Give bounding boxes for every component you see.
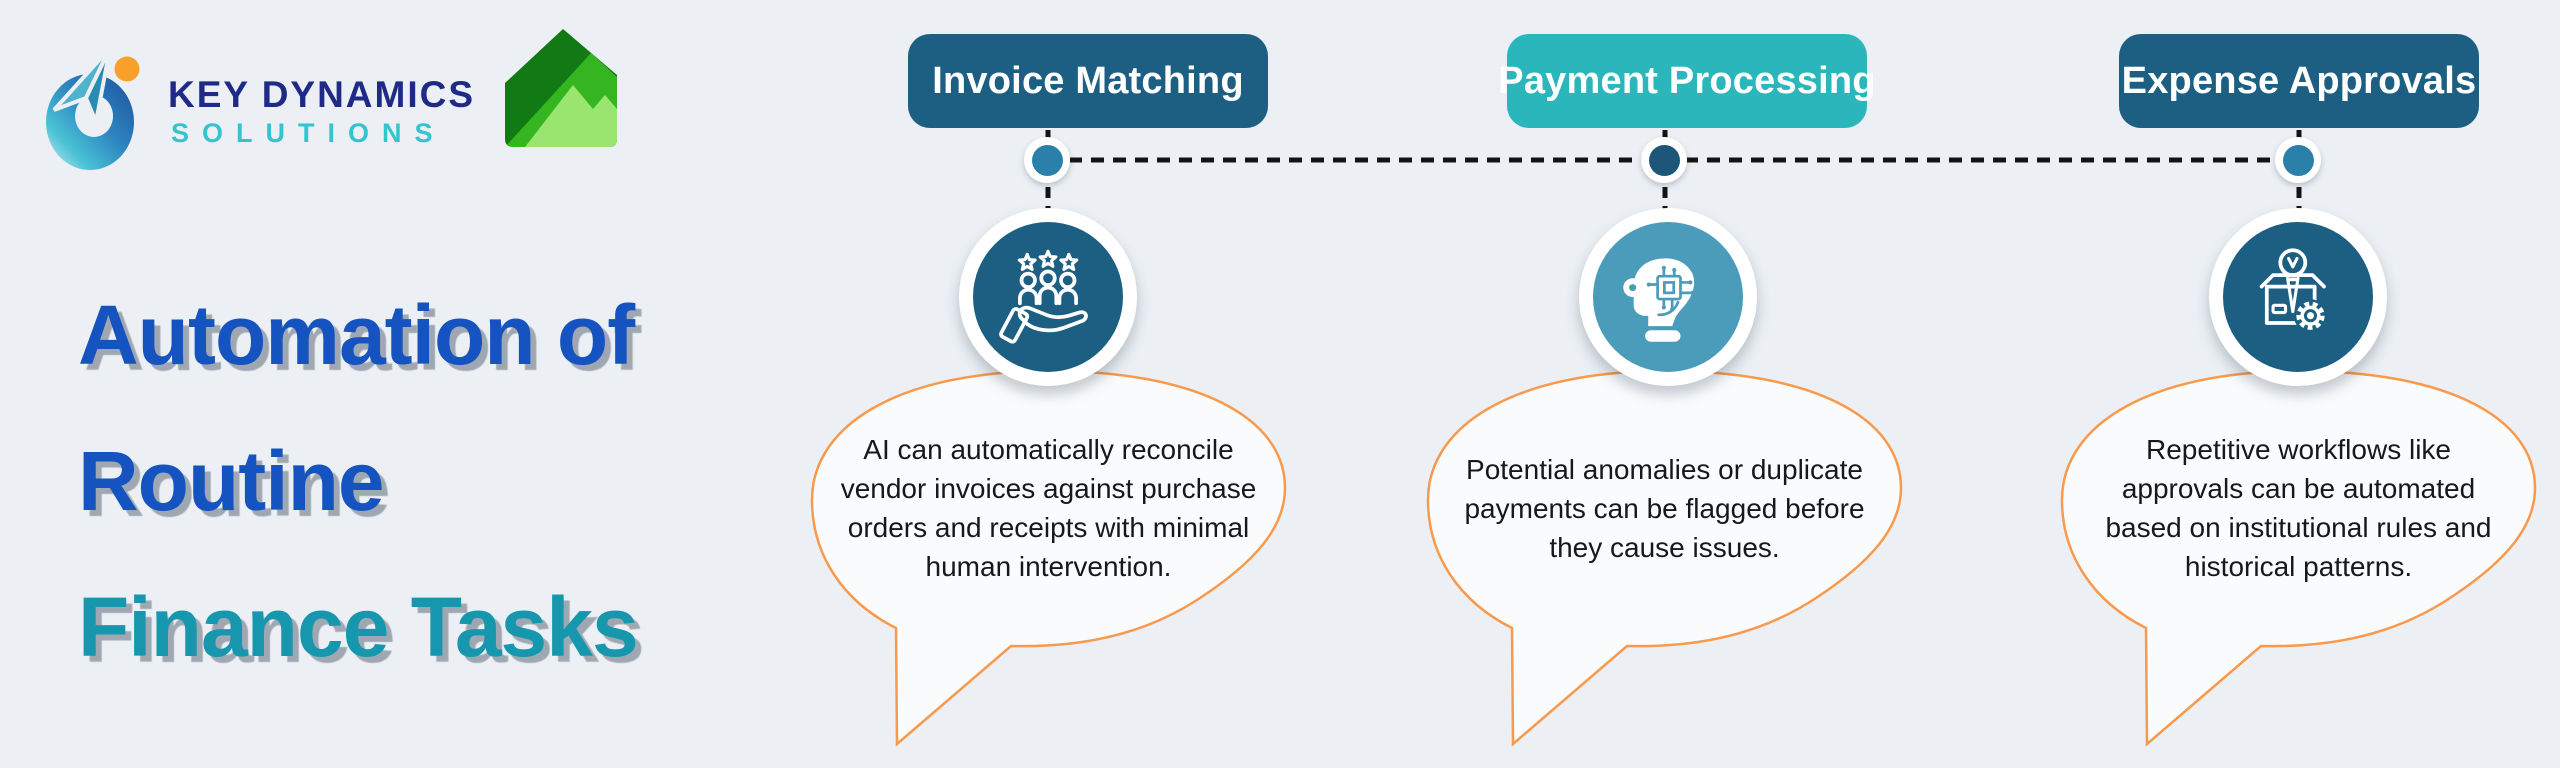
header-label: Payment Processing: [1498, 59, 1876, 102]
green-house-logo-icon: [505, 29, 617, 147]
page-title-line-1: Automation of: [78, 288, 635, 382]
header-invoice-matching: Invoice Matching: [908, 34, 1268, 128]
header-payment-processing: Payment Processing: [1498, 34, 1876, 128]
company-subtitle: SOLUTIONS: [171, 118, 446, 148]
header-label: Expense Approvals: [2121, 59, 2477, 102]
swirl-arrow-logo-icon: [46, 46, 140, 170]
company-logo: KEY DYNAMICS SOLUTIONS: [0, 0, 680, 200]
box-bulb-gear-icon: [2259, 248, 2328, 333]
page-title-line-2: Routine: [78, 434, 385, 528]
timeline-dot-2: [1641, 137, 1687, 183]
timeline-dot-1: [1024, 137, 1070, 183]
team-in-hand-icon: [999, 249, 1088, 344]
header-expense-approvals: Expense Approvals: [2119, 34, 2479, 128]
description-expense-approvals: Repetitive workflows like approvals can …: [2105, 434, 2492, 582]
company-name: KEY DYNAMICS: [168, 74, 476, 115]
description-payment-processing: Potential anomalies or duplicate payment…: [1464, 453, 1865, 563]
ai-robot-head-icon: [1623, 258, 1695, 342]
icon-badge-2: [1579, 208, 1757, 386]
speech-bubble-1: [810, 369, 1287, 747]
speech-bubble-2: [1426, 369, 1903, 747]
page-title: Automation of Routine Finance Tasks: [78, 262, 639, 700]
speech-bubble-3: [2060, 369, 2537, 747]
header-label: Invoice Matching: [932, 59, 1244, 102]
description-invoice-matching: AI can automatically reconcile vendor in…: [840, 434, 1257, 582]
timeline-dot-3: [2275, 137, 2321, 183]
page-title-line-3: Finance Tasks: [78, 580, 639, 674]
icon-badge-3: [2209, 208, 2387, 386]
icon-badge-1: [959, 208, 1137, 386]
